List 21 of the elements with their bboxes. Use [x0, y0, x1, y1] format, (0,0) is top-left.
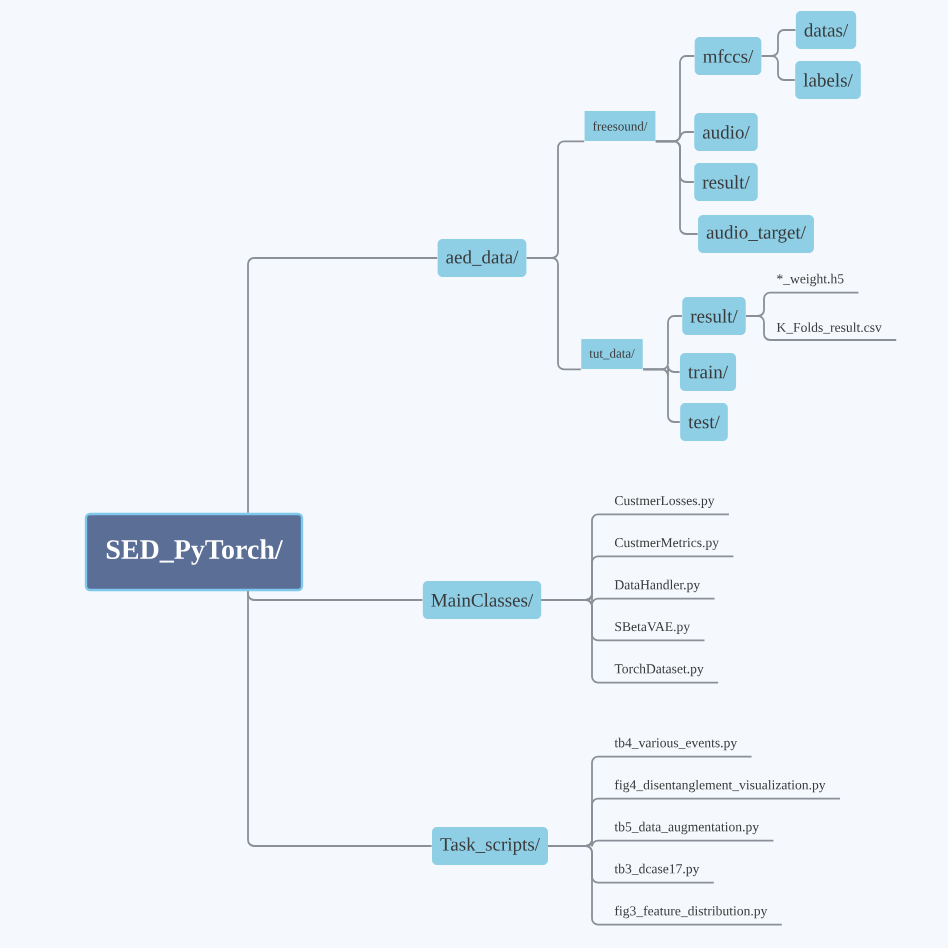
connector [247, 590, 424, 601]
folder-box: result/ [694, 163, 758, 201]
root-box: SED_PyTorch/ [84, 512, 304, 592]
folder-box: audio/ [694, 113, 758, 151]
connector [547, 845, 609, 926]
connector [247, 257, 439, 514]
connector [745, 315, 771, 341]
connector [654, 140, 699, 235]
folder-box: test/ [680, 403, 728, 441]
folder-box: aed_data/ [437, 239, 527, 277]
folder-box: datas/ [795, 11, 857, 49]
connector [540, 599, 609, 684]
folder-box: result/ [682, 297, 746, 335]
folder-box: train/ [679, 353, 737, 391]
folder-box: audio_target/ [698, 215, 814, 253]
folder-box: labels/ [795, 61, 861, 99]
folder-box: mfccs/ [694, 37, 762, 75]
connector [760, 55, 796, 81]
folder-box: Task_scripts/ [432, 827, 548, 865]
folder-box: MainClasses/ [422, 581, 542, 619]
connector [247, 590, 433, 847]
